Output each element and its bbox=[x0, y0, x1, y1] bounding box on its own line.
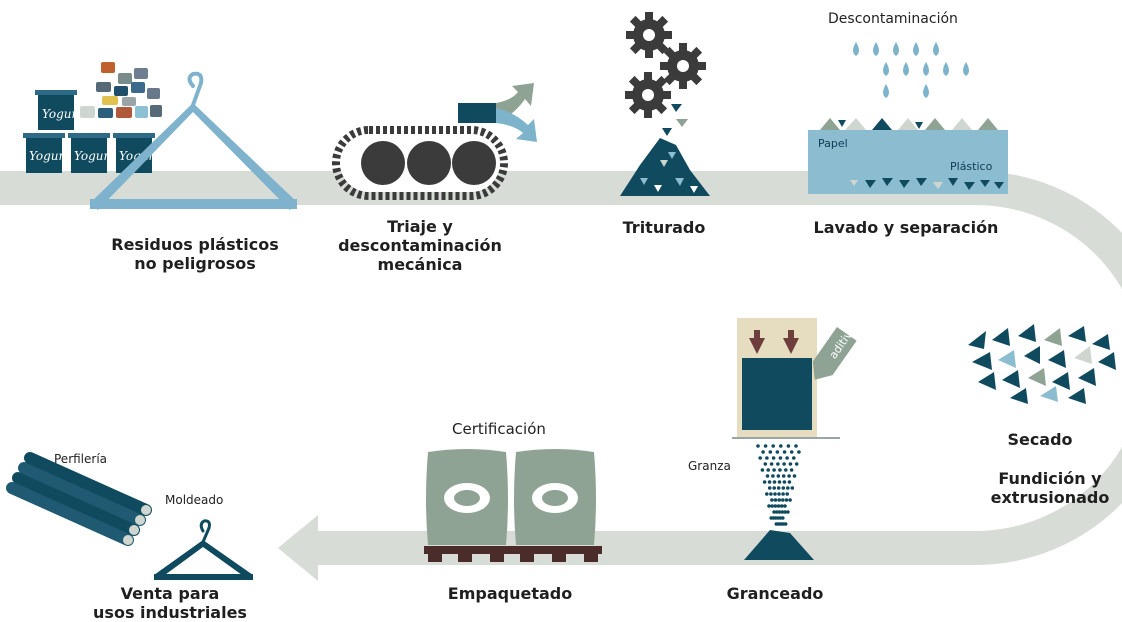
stage-label-granceado: Granceado bbox=[726, 584, 824, 603]
pipes-icon bbox=[6, 452, 152, 546]
extruder-machine-icon: aditivos bbox=[732, 318, 862, 439]
sorting-conveyor-icon bbox=[332, 126, 508, 200]
water-drops-icon bbox=[853, 42, 969, 98]
pellet-pile-icon bbox=[744, 530, 814, 560]
annotation-perfileria: Perfilería bbox=[54, 452, 108, 466]
hanger-icon bbox=[90, 71, 297, 210]
stage-label-secado: Secado bbox=[1007, 430, 1073, 449]
annotation-papel: Papel bbox=[818, 137, 848, 150]
yogurt-brand-text: Yogur bbox=[74, 149, 111, 163]
down-arrow-icon bbox=[783, 338, 799, 354]
packaged-sacks-icon bbox=[424, 449, 602, 562]
washing-tank-icon bbox=[808, 118, 1008, 194]
down-arrow-icon bbox=[749, 338, 765, 354]
molded-hanger-icon bbox=[154, 519, 253, 580]
annotation-descontaminacion: Descontaminación bbox=[828, 11, 958, 27]
stage-label-residuos: Residuos plásticos no peligrosos bbox=[111, 235, 279, 273]
annotation-moldeado: Moldeado bbox=[165, 493, 224, 507]
drying-flakes-icon bbox=[968, 324, 1116, 404]
annotation-plastico: Plástico bbox=[950, 160, 993, 173]
sorting-arrows-icon bbox=[458, 83, 537, 142]
stage-label-venta: Venta para usos industriales bbox=[93, 584, 247, 622]
annotation-certificacion: Certificación bbox=[452, 420, 546, 438]
annotation-granza: Granza bbox=[688, 459, 731, 473]
mixed-waste-icon bbox=[80, 62, 162, 118]
pellets-icon bbox=[756, 444, 801, 526]
yogurt-brand-text: Yogur bbox=[29, 149, 66, 163]
path-arrowhead bbox=[278, 515, 318, 581]
stage-label-triturado: Triturado bbox=[622, 218, 706, 237]
stage-label-fundicion: Fundición y extrusionado bbox=[990, 469, 1110, 507]
shredded-plastic-pile-icon bbox=[620, 104, 710, 196]
gears-icon bbox=[625, 12, 706, 118]
stage-label-empaquetado: Empaquetado bbox=[447, 584, 573, 603]
yogurt-brand-text: Yogur bbox=[42, 107, 79, 121]
pallet-icon bbox=[424, 546, 602, 554]
stage-label-triaje: Triaje y descontaminación mecánica bbox=[338, 217, 502, 274]
stage-label-lavado: Lavado y separación bbox=[813, 218, 999, 237]
yogurt-cups-icon: Yogur Yogur Yogur Yogur bbox=[23, 90, 156, 173]
